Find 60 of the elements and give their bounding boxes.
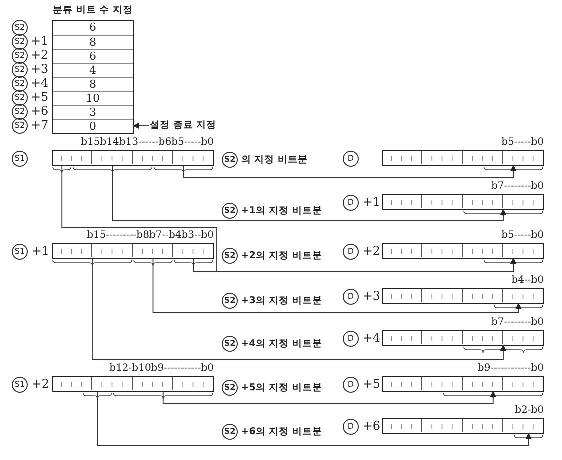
row-label: +5 [31,90,49,104]
arrow [162,391,496,404]
row-label: +4 [31,76,49,90]
register-label: D +1 [343,194,381,211]
table-cell: 10 [53,91,133,105]
edge-label: S2 +3의 지정 비트분 [222,293,322,309]
arrow [183,165,517,178]
table-cell: 6 [53,21,133,35]
row-label: +1 [31,34,49,48]
arrow [92,258,506,360]
bit-number-label: b4--b0 [512,275,544,287]
annotation-text: 설정 종료 지정 [150,119,217,132]
bit-number-label: b7--------b0 [491,181,544,193]
register-label: D [343,150,359,167]
row-label: S2 [12,62,28,78]
edge-label: S2 +5의 지정 비트분 [222,380,322,396]
bit-number-label: b12-b10b9-----------b0 [110,363,214,375]
bit-number-label: b15b14b13------b6b5-----b0 [81,137,214,149]
edge-label: S2 +2의 지정 비트분 [222,248,322,264]
register-label: D +2 [343,243,381,260]
table-cell: 3 [53,105,133,119]
table-cell: 8 [53,77,133,91]
row-label: +2 [31,48,49,62]
row-label: S2 [12,20,28,36]
register-label: D +3 [343,288,381,305]
table-heading: 분류 비트 수 지정 [52,4,134,17]
bit-number-label: b15---------b8b7--b4b3--b0 [87,230,214,242]
table-cell: 6 [53,49,133,63]
edge-label: S2 의 지정 비트분 [222,152,308,168]
arrow [152,258,522,314]
row-label: S2 [12,90,28,106]
register-label: S1 +2 [12,376,50,393]
row-label: +7 [31,118,49,132]
register-label: D +6 [343,418,381,435]
bit-number-label: b5-----b0 [502,230,544,242]
edge-label: S2 +1의 지정 비트분 [222,203,322,219]
edge-label: S2 +6의 지정 비트분 [222,424,322,440]
arrow [97,392,532,446]
bit-number-label: b5-----b0 [502,137,544,149]
row-label: S2 [12,48,28,64]
bit-number-label: b9------------b0 [478,363,544,375]
register-label: D +4 [343,330,381,347]
row-label: S2 [12,104,28,120]
register-label: S1 [12,150,28,167]
row-label: S2 [12,34,28,50]
table-cell: 8 [53,35,133,49]
arrow [193,258,517,272]
register-label: D +5 [343,376,381,393]
table-cell: 4 [53,63,133,77]
arrow [133,123,150,129]
row-label: +6 [31,104,49,118]
bit-number-label: b7--------b0 [491,317,544,329]
table-cell: 0 [53,119,133,133]
arrow [112,166,506,222]
row-label: S2 [12,118,28,134]
row-label: S2 [12,76,28,92]
row-label: +3 [31,62,49,76]
bit-number-label: b2-b0 [515,405,544,417]
register-label: S1 +1 [12,243,50,260]
edge-label: S2 +4의 지정 비트분 [222,336,322,352]
